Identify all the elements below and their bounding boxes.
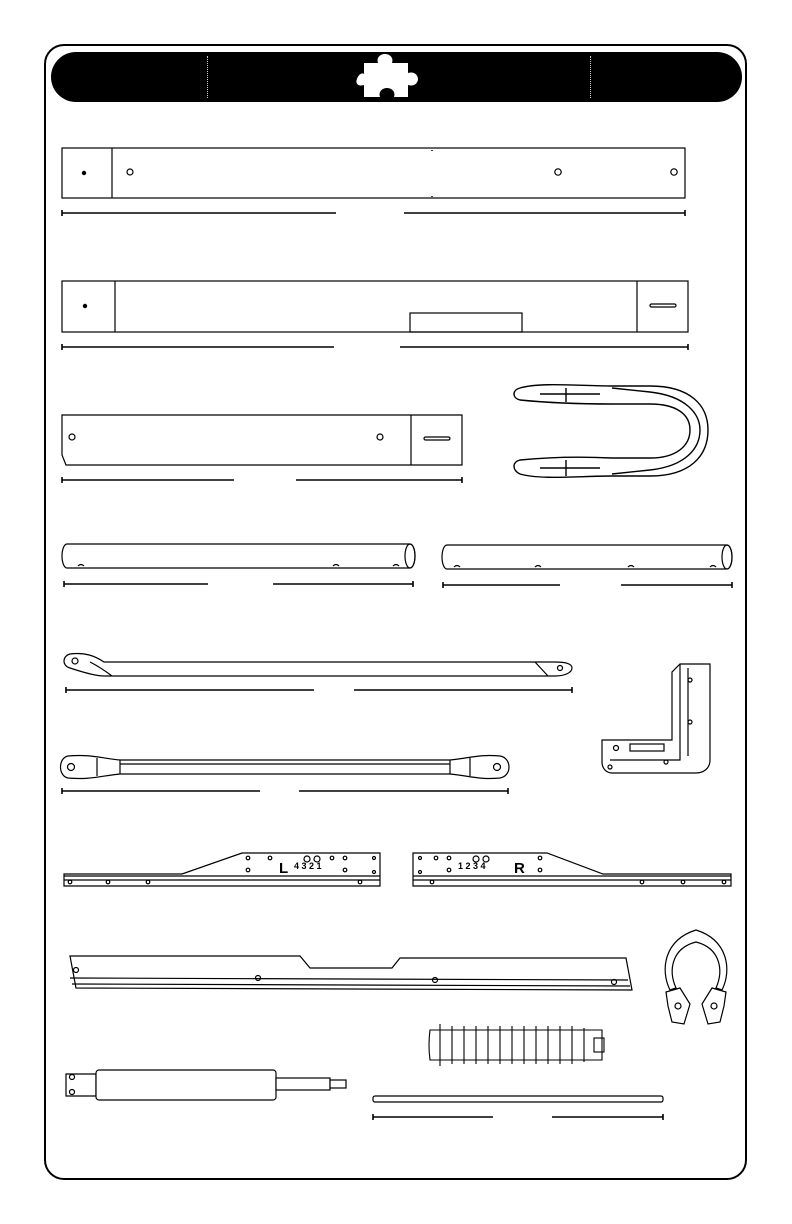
part-tube-a <box>62 544 415 568</box>
part-tie-rod <box>61 755 510 778</box>
part-gas-strut <box>66 1070 346 1100</box>
part-thin-rod <box>373 1096 663 1102</box>
right-side-label: R <box>514 861 525 876</box>
part-long-arm <box>64 653 572 676</box>
part-tube-b <box>442 545 732 569</box>
part-long-panel <box>62 148 685 198</box>
part-clamp-hook <box>665 930 727 1024</box>
part-short-panel <box>62 415 462 465</box>
left-side-label: L <box>279 861 288 876</box>
dimension-line <box>66 687 572 693</box>
part-left-rail <box>64 853 380 886</box>
part-bellows-boot <box>429 1024 604 1066</box>
dimension-line <box>62 788 508 794</box>
left-side-numbers: 4 3 2 1 <box>294 862 322 871</box>
part-l-bracket <box>602 664 710 773</box>
dimension-line <box>62 477 462 483</box>
dimension-line <box>443 582 732 588</box>
dimension-line <box>62 344 688 350</box>
part-channel-rail <box>70 956 632 990</box>
dimension-line <box>373 1114 663 1120</box>
part-panel-with-slot <box>62 281 688 332</box>
part-u-handle <box>514 385 708 478</box>
dimension-line <box>62 210 685 216</box>
right-side-numbers: 1 2 3 4 <box>458 862 486 871</box>
dimension-line <box>64 581 413 587</box>
